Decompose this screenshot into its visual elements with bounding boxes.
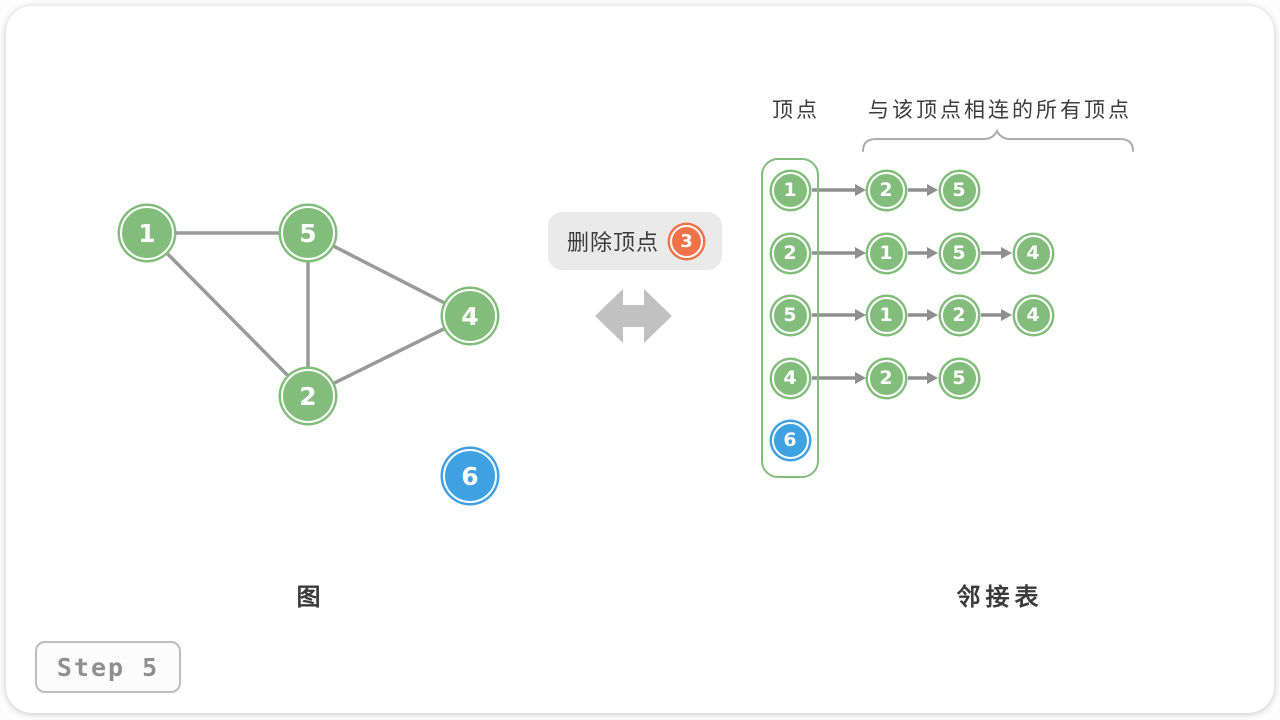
graph-node-2-label: 2 — [299, 381, 317, 411]
adj-row2-neighbor-0: 1 — [867, 234, 905, 272]
adj-vertex-2-label: 2 — [783, 242, 797, 264]
adj-row4-neighbor-1-label: 5 — [952, 367, 966, 389]
operation-vertex-node: 3 — [670, 224, 703, 258]
adj-row1-neighbor-1: 5 — [940, 171, 978, 209]
adj-row2-neighbor-0-label: 1 — [879, 242, 893, 264]
adj-row4-neighbor-0: 2 — [867, 359, 905, 397]
adj-vertex-6: 6 — [771, 421, 809, 459]
operation-label: 删除顶点 — [566, 230, 659, 255]
adj-vertex-4: 4 — [771, 359, 809, 397]
operation-box: 删除顶点 3 — [548, 212, 722, 270]
adj-row1-neighbor-0: 2 — [867, 171, 905, 209]
adj-vertex-5: 5 — [771, 296, 809, 334]
adj-row1-neighbor-0-label: 2 — [879, 179, 893, 201]
adj-row3-neighbor-0: 1 — [867, 296, 905, 334]
graph-node-2: 2 — [281, 369, 335, 423]
adj-row3-neighbor-1-label: 2 — [952, 304, 966, 326]
step-badge: Step 5 — [35, 641, 181, 693]
adj-vertex-1-label: 1 — [783, 179, 797, 201]
adj-row3-neighbor-2: 4 — [1014, 296, 1052, 334]
adj-row1-neighbor-1-label: 5 — [952, 179, 966, 201]
graph-node-6-label: 6 — [461, 461, 479, 491]
graph-node-4-label: 4 — [461, 301, 479, 331]
adjacency-caption: 邻接表 — [956, 584, 1044, 611]
adj-vertex-2: 2 — [771, 234, 809, 272]
adj-row4-neighbor-0-label: 2 — [879, 367, 893, 389]
adj-row2-neighbor-1: 5 — [940, 234, 978, 272]
graph-node-6: 6 — [443, 449, 497, 503]
graph-node-1-label: 1 — [138, 218, 156, 248]
adj-row4-neighbor-1: 5 — [940, 359, 978, 397]
operation-vertex-label: 3 — [680, 230, 693, 252]
adj-vertex-6-label: 6 — [783, 429, 797, 451]
graph-node-4: 4 — [443, 289, 497, 343]
graph-node-5-label: 5 — [299, 218, 317, 248]
vertex-column-header: 顶点 — [772, 99, 820, 122]
adj-row3-neighbor-2-label: 4 — [1026, 304, 1040, 326]
adj-row3-neighbor-1: 2 — [940, 296, 978, 334]
adj-row2-neighbor-2-label: 4 — [1026, 242, 1040, 264]
neighbors-column-header: 与该顶点相连的所有顶点 — [868, 99, 1132, 122]
adj-vertex-5-label: 5 — [783, 304, 797, 326]
adj-row2-neighbor-1-label: 5 — [952, 242, 966, 264]
adj-vertex-4-label: 4 — [783, 367, 797, 389]
adj-row2-neighbor-2: 4 — [1014, 234, 1052, 272]
graph-caption: 图 — [296, 584, 326, 611]
adj-vertex-1: 1 — [771, 171, 809, 209]
adj-row3-neighbor-0-label: 1 — [879, 304, 893, 326]
vertex-column-frame — [761, 158, 819, 478]
graph-node-5: 5 — [281, 206, 335, 260]
graph-node-1: 1 — [120, 206, 174, 260]
